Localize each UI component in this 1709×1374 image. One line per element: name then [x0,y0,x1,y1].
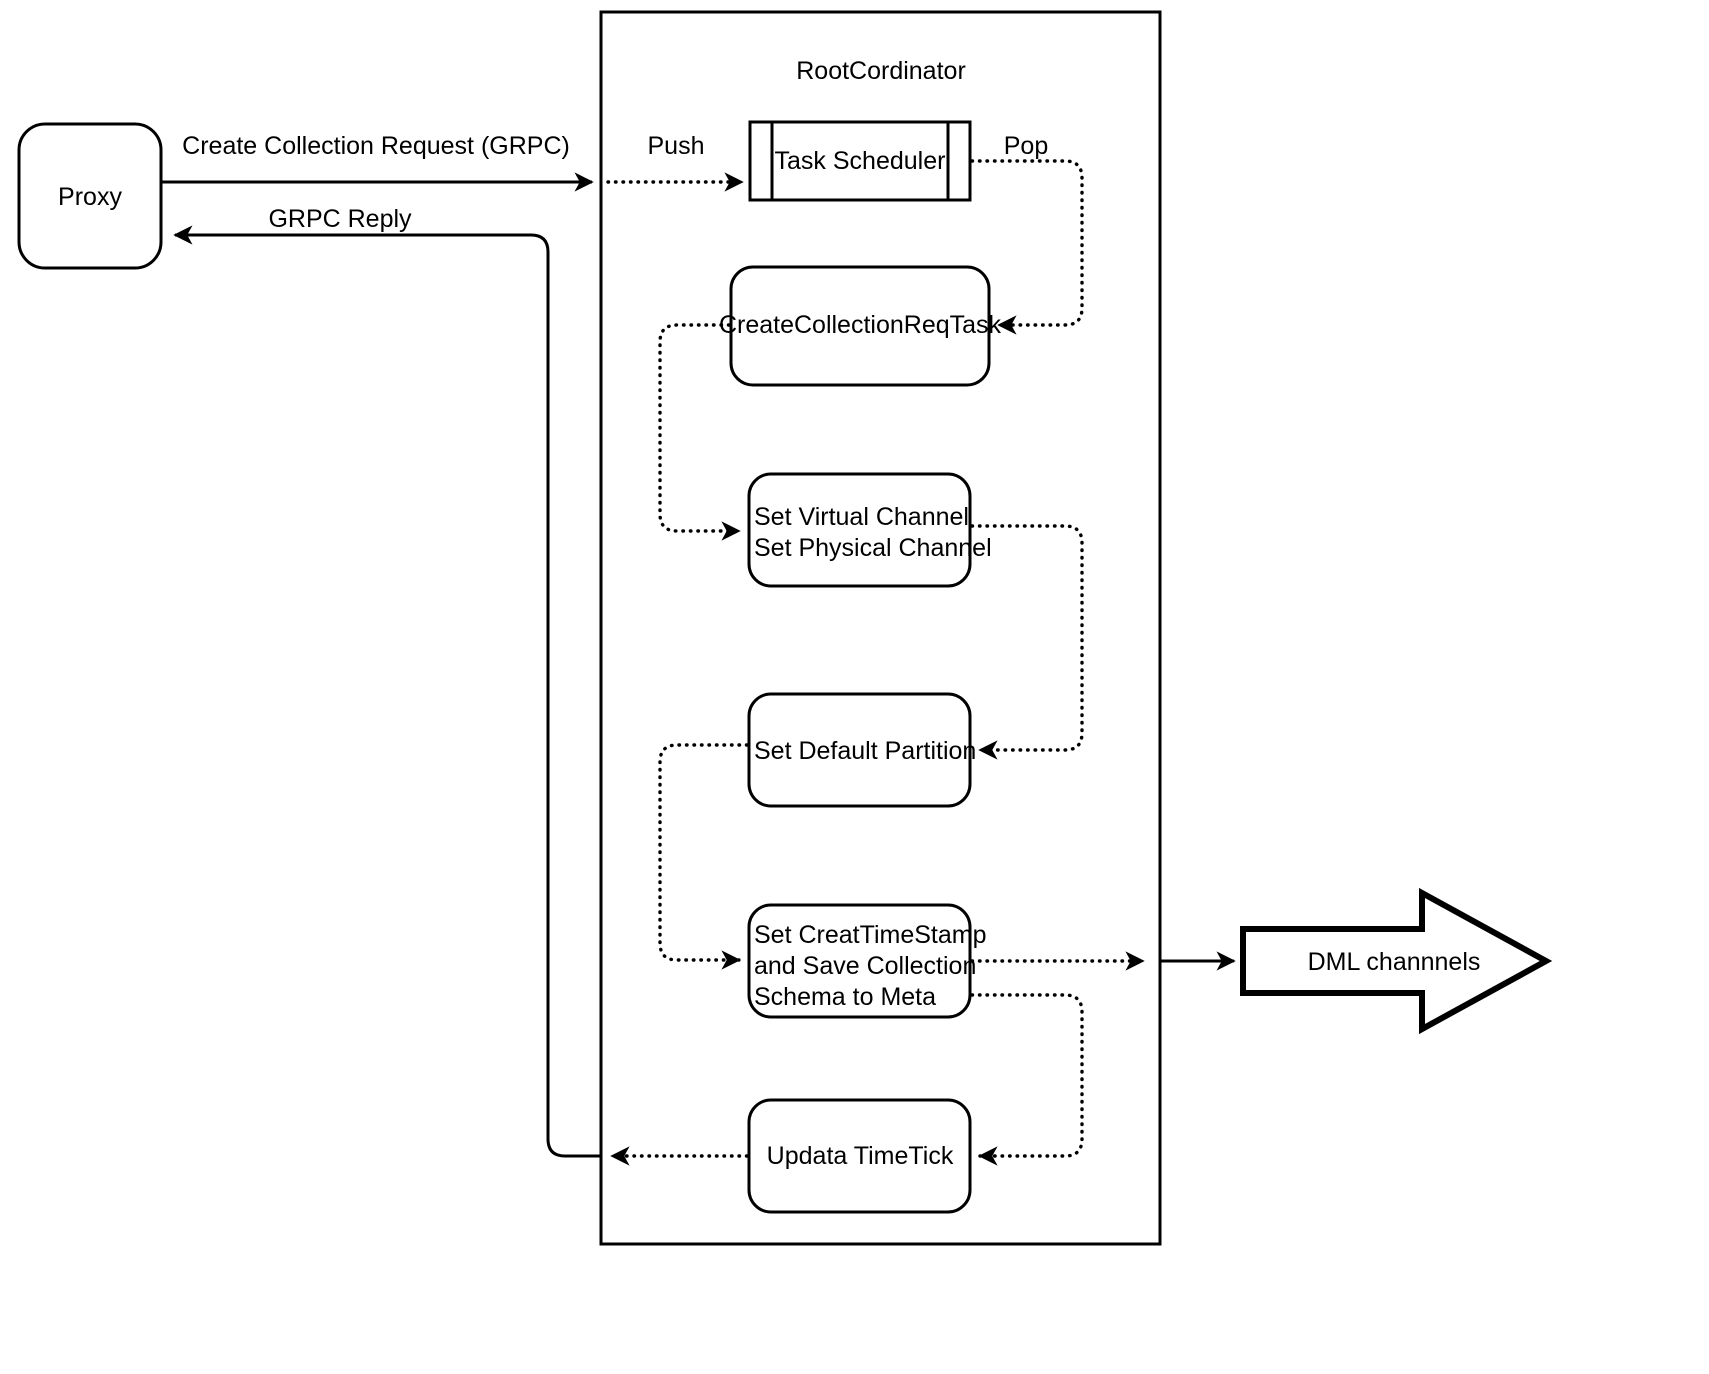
edge-pop-label: Pop [1003,132,1049,160]
rootcordinator-label: RootCordinator [796,57,966,85]
edge-push-label: Push [647,132,705,160]
node-set-timestamp-save-schema[interactable] [747,903,972,1019]
edge-create-collection-request-label: Create Collection Request (GRPC) [182,132,570,160]
node-create-collection-req-task[interactable] [729,265,991,387]
node-set-default-partition-label: Set Default Partition [754,737,977,765]
rootcordinator-container [599,10,1162,1246]
node-proxy-label: Proxy [58,183,122,211]
node-set-timestamp-label-line3: Schema to Meta [754,983,937,1011]
edge-grpc-reply [173,225,601,1158]
node-task-scheduler[interactable] [748,120,972,202]
node-update-timetick[interactable] [747,1098,972,1214]
node-dml-channels[interactable] [1240,887,1553,1035]
node-set-channels[interactable] [747,472,972,588]
edge-channels-to-partition [970,524,1084,760]
node-create-collection-req-task-label: CreateCollectionReqTask [718,311,1002,339]
node-set-timestamp-label-line1: Set CreatTimeStamp [754,921,987,949]
node-dml-channels-label: DML channnels [1307,948,1481,976]
edge-pop [970,159,1084,335]
node-set-channels-label-line2: Set Physical Channel [754,534,992,562]
node-set-default-partition[interactable] [747,692,972,808]
node-set-timestamp-label-line2: and Save Collection [754,952,977,980]
node-task-scheduler-label: Task Scheduler [774,147,946,175]
edge-partition-to-timestamp [658,743,749,970]
edge-timestamp-to-timetick [970,993,1084,1166]
node-set-channels-label-line1: Set Virtual Channel [754,503,969,531]
edge-grpc-reply-label: GRPC Reply [268,205,412,233]
node-proxy[interactable] [17,122,163,270]
edge-task-to-channels [658,323,741,541]
node-update-timetick-label: Updata TimeTick [766,1142,954,1170]
